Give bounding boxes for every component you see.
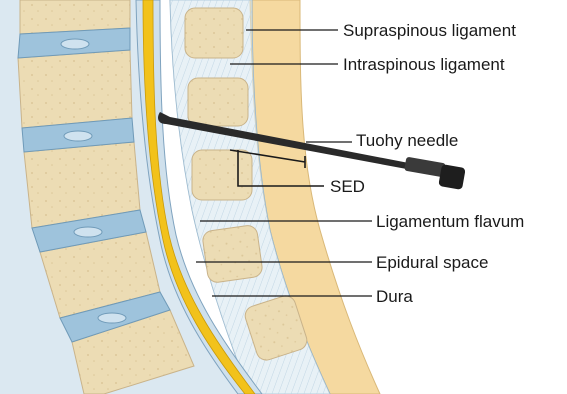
label-sed: SED xyxy=(330,177,365,196)
label-epidural-space: Epidural space xyxy=(376,253,488,272)
label-intraspinous-ligament: Intraspinous ligament xyxy=(343,55,505,74)
label-supraspinous-ligament: Supraspinous ligament xyxy=(343,21,516,40)
label-tuohy-needle: Tuohy needle xyxy=(356,131,458,150)
label-dura: Dura xyxy=(376,287,413,306)
label-ligamentum-flavum: Ligamentum flavum xyxy=(376,212,524,231)
